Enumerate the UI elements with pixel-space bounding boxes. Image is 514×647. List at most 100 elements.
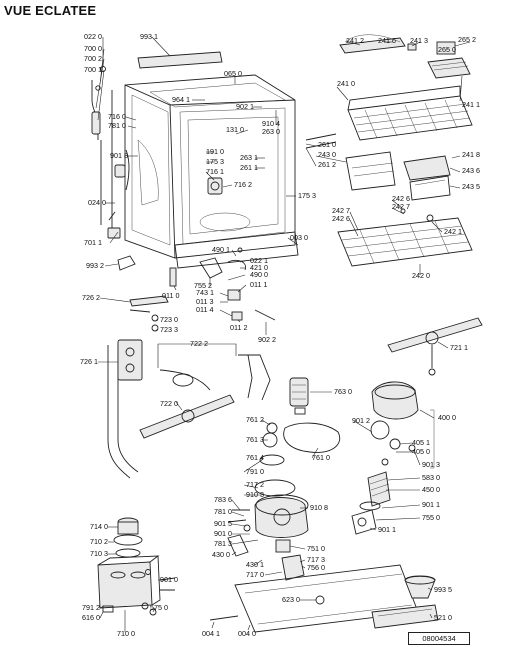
label-756-0: 756 0	[307, 563, 325, 572]
part-labels: 022 0 700 0 700 2 700 1 993 1 065 0 964 …	[80, 32, 480, 638]
label-761-3: 761 3	[246, 435, 264, 444]
label-430-1: 430 1	[246, 560, 264, 569]
label-701-1: 701 1	[84, 238, 102, 247]
label-242-1: 242 1	[444, 227, 462, 236]
label-241-6: 241 6	[378, 36, 396, 45]
label-011-3: 011 3	[196, 297, 213, 306]
label-901-5: 901 5	[214, 519, 232, 528]
label-242-6: 242 6	[332, 214, 350, 223]
label-901-8: 901 8	[110, 151, 128, 160]
label-993-2: 993 2	[86, 261, 104, 270]
label-421-0: 421 0	[250, 263, 268, 272]
label-022-1: 022 1	[250, 256, 268, 265]
sump-pump-assembly	[227, 377, 419, 581]
label-755-2: 755 2	[194, 281, 212, 290]
label-993-1: 993 1	[140, 32, 158, 41]
label-710-3: 710 3	[90, 549, 108, 558]
label-405-1: 405 1	[412, 438, 430, 447]
label-261-2: 261 2	[318, 160, 336, 169]
label-755-0: 755 0	[422, 513, 440, 522]
label-716-1: 716 1	[206, 167, 224, 176]
label-011-1: 011 1	[250, 280, 267, 289]
label-011-2: 011 2	[230, 323, 247, 332]
label-616-0: 616 0	[82, 613, 100, 622]
label-575-0: 575 0	[150, 603, 168, 612]
label-405-0: 405 0	[412, 447, 430, 456]
page-title: VUE ECLATEE	[4, 3, 97, 18]
label-065-0: 065 0	[224, 69, 242, 78]
label-011-0: 011 0	[162, 291, 179, 300]
label-623-0: 623 0	[282, 595, 300, 604]
label-761-4: 761 4	[246, 453, 264, 462]
label-901-2: 901 2	[352, 416, 370, 425]
label-261-0: 261 0	[318, 140, 336, 149]
label-902-2: 902 2	[258, 335, 276, 344]
leader-lines	[95, 36, 471, 632]
label-242-7: 242 7	[332, 206, 350, 215]
label-131-0: 131 0	[226, 125, 244, 134]
label-910-8: 910 8	[310, 503, 328, 512]
label-716-2: 716 2	[234, 180, 252, 189]
label-242-6b: 242 6	[392, 194, 410, 203]
label-024-0: 024 0	[88, 198, 106, 207]
label-700-0: 700 0	[84, 44, 102, 53]
label-743-1: 743 1	[196, 288, 214, 297]
label-761-0: 761 0	[312, 453, 330, 462]
label-783-6: 783 6	[214, 495, 232, 504]
label-901-0b: 901 0	[160, 575, 178, 584]
label-726-2: 726 2	[82, 293, 100, 302]
label-722-0: 722 0	[160, 399, 178, 408]
label-721-1: 721 1	[450, 343, 468, 352]
label-726-1: 726 1	[80, 357, 98, 366]
bracket-400-0	[430, 409, 435, 469]
label-243-6: 243 6	[462, 166, 480, 175]
label-791-0: 791 0	[246, 467, 264, 476]
label-901-0: 901 0	[214, 529, 232, 538]
label-710-2: 710 2	[90, 537, 108, 546]
label-243-0: 243 0	[318, 150, 336, 159]
label-717-0: 717 0	[246, 570, 264, 579]
label-430-0: 430 0	[212, 550, 230, 559]
label-022-0: 022 0	[84, 32, 102, 41]
label-241-1: 241 1	[462, 100, 480, 109]
label-910-3: 910 3	[246, 490, 264, 499]
label-901-3: 901 3	[422, 460, 440, 469]
label-710-0: 710 0	[117, 629, 135, 638]
label-791-2: 791 2	[82, 603, 100, 612]
label-910-4: 910 4	[262, 119, 280, 128]
label-763-0: 763 0	[334, 387, 352, 396]
label-583-0: 583 0	[422, 473, 440, 482]
label-003-0: 003 0	[290, 233, 308, 242]
label-751-0: 751 0	[307, 544, 325, 553]
label-717-2: 717 2	[246, 480, 264, 489]
label-242-0: 242 0	[412, 271, 430, 280]
label-004-0: 004 0	[238, 629, 256, 638]
label-781-0b: 781 0	[214, 507, 232, 516]
base-plate	[209, 564, 439, 633]
label-004-1: 004 1	[202, 629, 220, 638]
salt-reservoir-assembly	[97, 517, 176, 616]
label-450-0: 450 0	[422, 485, 440, 494]
label-964-1: 964 1	[172, 95, 190, 104]
label-901-1: 901 1	[422, 500, 440, 509]
label-761-2: 761 2	[246, 415, 264, 424]
label-241-2: 241 2	[346, 36, 364, 45]
spray-arms	[107, 295, 483, 479]
top-panel-993-1	[137, 51, 223, 69]
label-490-1: 490 1	[212, 245, 230, 254]
lower-rack	[337, 208, 473, 267]
label-993-5: 993 5	[434, 585, 452, 594]
label-175-3: 175 3	[206, 157, 224, 166]
label-400-0: 400 0	[438, 413, 456, 422]
reference-number-box: 08004534	[408, 632, 470, 645]
label-011-4: 011 4	[196, 305, 213, 314]
label-241-3: 241 3	[410, 36, 428, 45]
label-521-0: 521 0	[434, 613, 452, 622]
label-723-0: 723 0	[160, 315, 178, 324]
tub-cabinet	[124, 74, 299, 269]
label-242-7b: 242 7	[392, 202, 410, 211]
label-191-0: 191 0	[206, 147, 224, 156]
label-722-2: 722 2	[190, 339, 208, 348]
cutlery-basket	[305, 133, 451, 201]
